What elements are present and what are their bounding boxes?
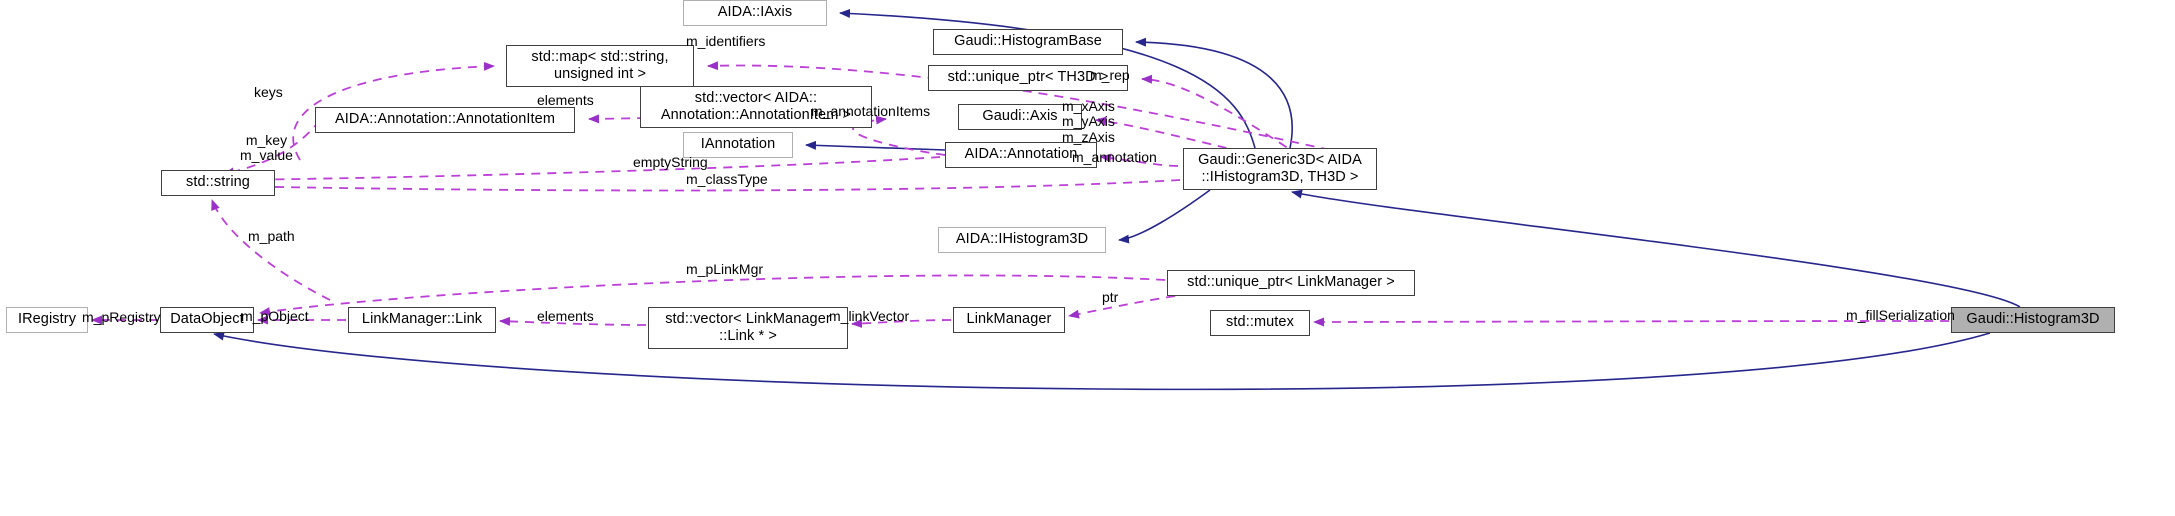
edge-label-m-identifiers: m_identifiers [686, 33, 766, 49]
node-std-map-string-uint[interactable]: std::map< std::string, unsigned int > [506, 45, 694, 87]
edge-label-keys: keys [254, 84, 283, 100]
node-aida-iaxis[interactable]: AIDA::IAxis [683, 0, 827, 26]
node-gaudi-axis[interactable]: Gaudi::Axis [958, 104, 1082, 130]
node-std-vector-linkmanager-link[interactable]: std::vector< LinkManager ::Link * > [648, 307, 848, 349]
node-gaudi-histogram3d[interactable]: Gaudi::Histogram3D [1951, 307, 2115, 333]
edge-label-m-key-m-value: m_key m_value [240, 132, 293, 164]
edge-label-m-pregistry: m_pRegistry [82, 309, 161, 325]
node-dataobject[interactable]: DataObject [160, 307, 254, 333]
node-std-uniqueptr-linkmanager[interactable]: std::unique_ptr< LinkManager > [1167, 270, 1415, 296]
edge-label-m-path: m_path [248, 228, 295, 244]
node-aida-ihistogram3d[interactable]: AIDA::IHistogram3D [938, 227, 1106, 253]
edge-label-elements-link: elements [537, 308, 594, 324]
node-std-string[interactable]: std::string [161, 170, 275, 196]
node-gaudi-histogrambase[interactable]: Gaudi::HistogramBase [933, 29, 1123, 55]
node-iannotation[interactable]: IAnnotation [683, 132, 793, 158]
edge-label-m-fillserialization: m_fillSerialization [1846, 307, 1955, 323]
edge-label-m-plinkmgr: m_pLinkMgr [686, 261, 764, 277]
node-std-mutex[interactable]: std::mutex [1210, 310, 1310, 336]
node-std-vector-annotationitem[interactable]: std::vector< AIDA:: Annotation::Annotati… [640, 86, 872, 128]
edge-label-m-classtype: m_classType [686, 171, 768, 187]
edge-label-ptr: ptr [1102, 289, 1119, 305]
node-aida-annotation-annotationitem[interactable]: AIDA::Annotation::AnnotationItem [315, 107, 575, 133]
node-std-uniqueptr-th3d[interactable]: std::unique_ptr< TH3D > [928, 65, 1128, 91]
node-gaudi-generic3d[interactable]: Gaudi::Generic3D< AIDA ::IHistogram3D, T… [1183, 148, 1377, 190]
node-aida-annotation[interactable]: AIDA::Annotation [945, 142, 1097, 168]
node-linkmanager-link[interactable]: LinkManager::Link [348, 307, 496, 333]
node-iregistry[interactable]: IRegistry [6, 307, 88, 333]
node-linkmanager[interactable]: LinkManager [953, 307, 1065, 333]
